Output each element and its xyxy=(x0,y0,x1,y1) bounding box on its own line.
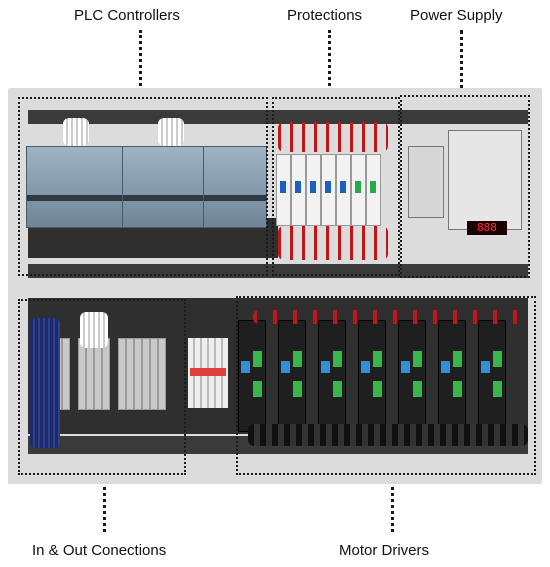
motor-driver-6 xyxy=(438,320,466,432)
din-psu-small xyxy=(408,146,444,218)
breaker-6 xyxy=(351,154,366,226)
cable-duct-top xyxy=(28,110,528,124)
region-motor-drivers xyxy=(236,296,536,475)
leader-protections xyxy=(328,30,331,98)
white-wires-io xyxy=(80,312,108,348)
plc-module-2 xyxy=(122,146,204,228)
region-power-supply xyxy=(400,95,530,278)
breaker-7 xyxy=(366,154,381,226)
plc-module-3 xyxy=(203,146,267,228)
blue-wires-io xyxy=(30,318,60,448)
red-wires-drivers xyxy=(253,310,533,324)
breaker-4 xyxy=(321,154,336,226)
motor-driver-7 xyxy=(478,320,506,432)
leader-plc xyxy=(139,30,142,98)
label-protections: Protections xyxy=(287,7,363,24)
white-wires-1 xyxy=(63,118,89,146)
region-in-out-connections xyxy=(18,299,186,475)
leader-in-out xyxy=(103,474,106,532)
motor-driver-2 xyxy=(278,320,306,432)
motor-driver-1 xyxy=(238,320,266,432)
power-supply-unit: 888 xyxy=(448,130,522,235)
black-cables-drivers xyxy=(248,424,528,446)
white-wires-2 xyxy=(158,118,184,146)
red-wires-protections xyxy=(278,122,388,152)
psu-display: 888 xyxy=(467,221,507,235)
plc-module-1 xyxy=(26,146,123,228)
breaker-5 xyxy=(336,154,351,226)
leader-power-supply xyxy=(460,30,463,96)
breaker-2 xyxy=(291,154,306,226)
label-plc-controllers: PLC Controllers xyxy=(74,7,180,24)
relay-red-markers xyxy=(190,368,226,376)
breaker-1 xyxy=(276,154,291,226)
breaker-3 xyxy=(306,154,321,226)
red-wires-protections-bottom xyxy=(278,226,388,260)
label-motor-drivers: Motor Drivers xyxy=(339,542,430,559)
region-plc-controllers xyxy=(18,97,268,276)
label-in-out-connections: In & Out Conections xyxy=(32,542,167,559)
leader-motor-drivers xyxy=(391,474,394,532)
region-protections xyxy=(272,97,400,276)
label-power-supply: Power Supply xyxy=(410,7,503,24)
electrical-panel-photo: 888 xyxy=(8,88,542,484)
